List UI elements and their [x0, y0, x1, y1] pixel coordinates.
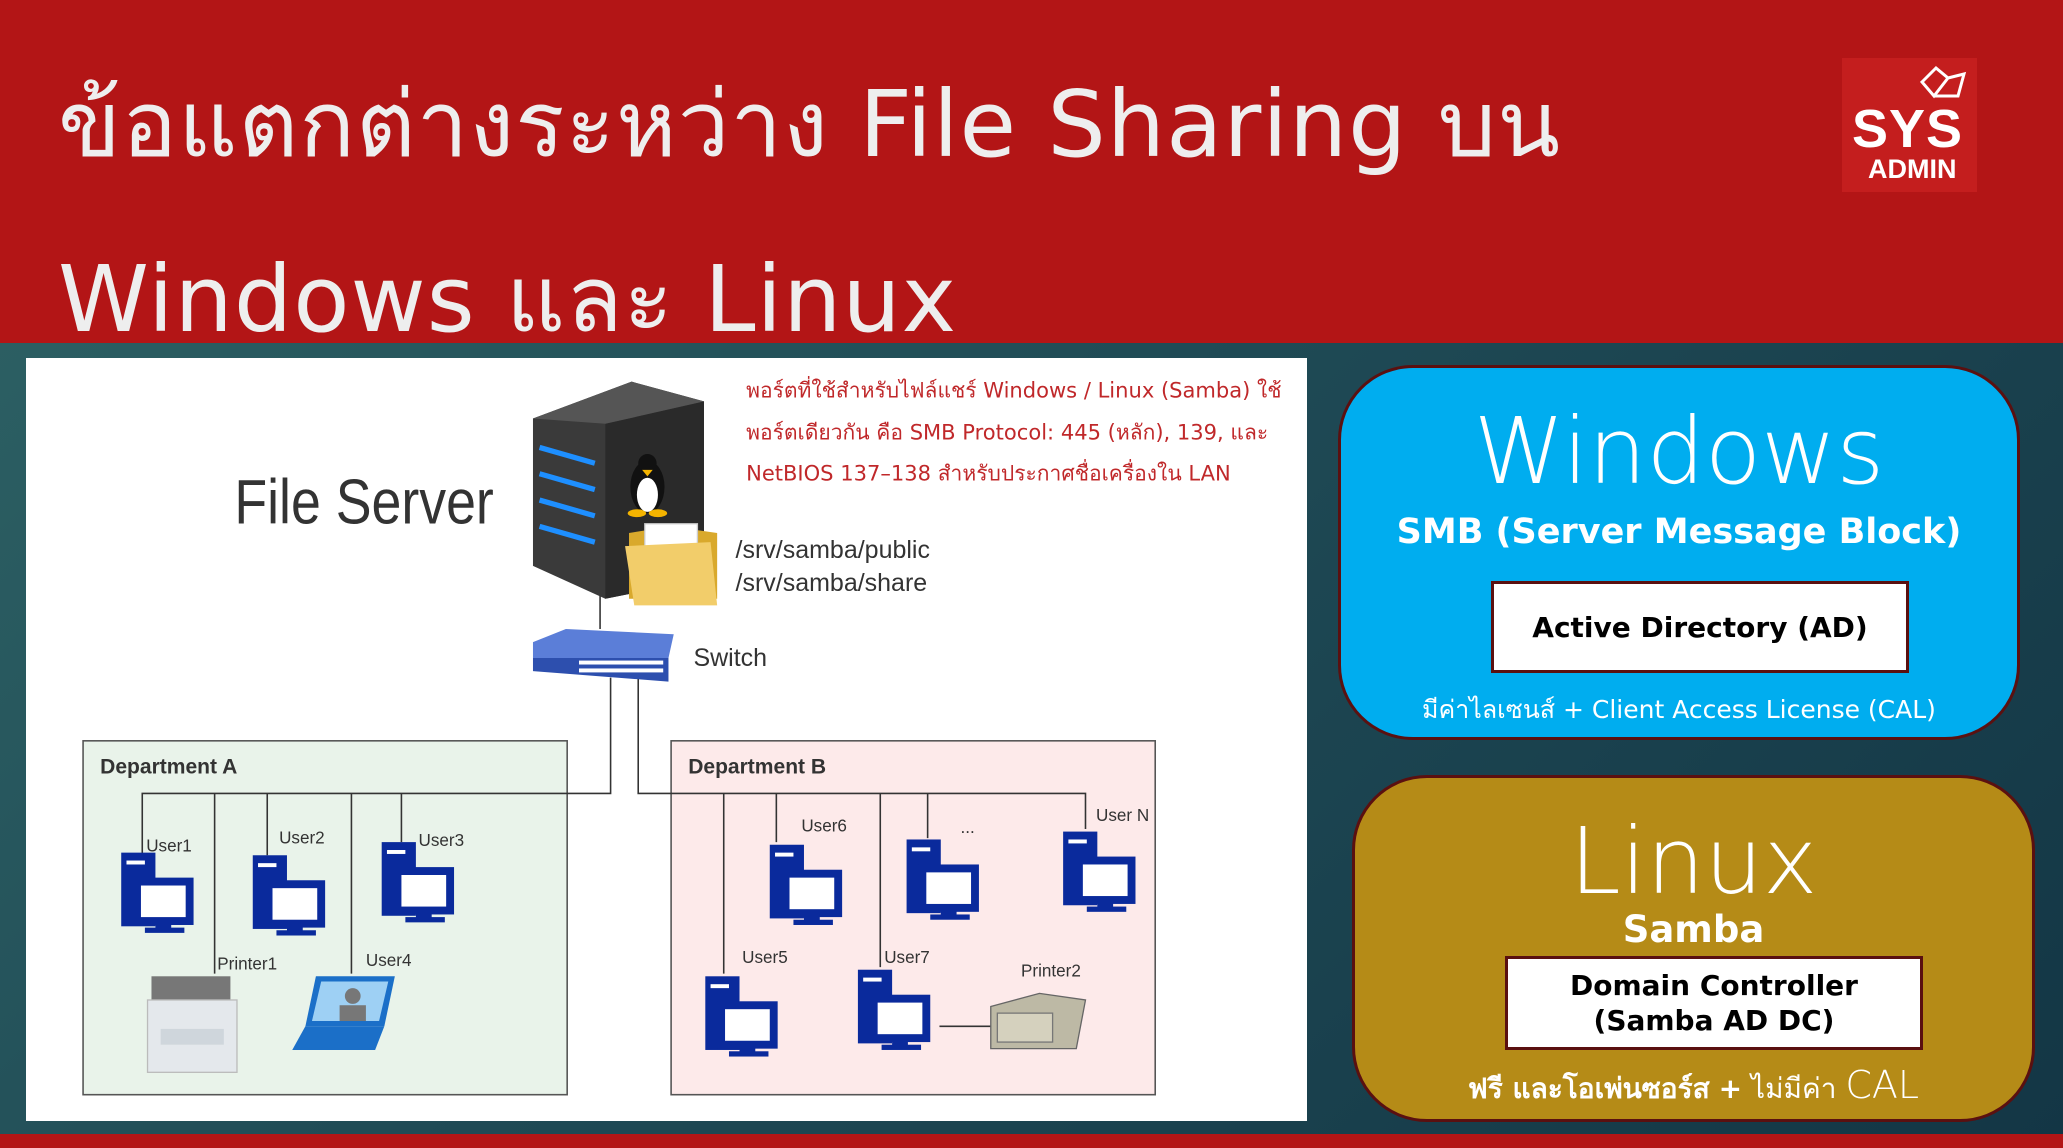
windows-protocol: SMB (Server Message Block): [1396, 512, 1962, 552]
linux-card: Linux Samba Domain Controller (Samba AD …: [1352, 775, 2035, 1122]
network-diagram: Department A Department B File Server พอ…: [26, 358, 1307, 1121]
user1-label: User1: [146, 836, 192, 855]
linux-license-note: ฟรี และโอเพ่นซอร์ส + ไม่มีค่า CAL: [1355, 1063, 2032, 1111]
user4-laptop-icon: [292, 976, 395, 1050]
printer1-icon: [146, 976, 238, 1073]
printer2-icon: [990, 992, 1087, 1050]
user7-label: User7: [884, 948, 930, 967]
more-users-label: ...: [961, 818, 975, 837]
linux-service-line-2: (Samba AD DC): [1593, 1004, 1835, 1037]
file-server-label: File Server: [234, 468, 493, 538]
linux-protocol: Samba: [1622, 908, 1765, 951]
network-cables: [141, 592, 1087, 1028]
user3-label: User3: [419, 831, 465, 850]
linux-note-rest: ไม่มีค่า: [1751, 1072, 1837, 1105]
port-note-line-1: พอร์ตที่ใช้สำหรับไฟล์แชร์ Windows / Linu…: [746, 375, 1281, 402]
title-line-1: ข้อแตกต่างระหว่าง File Sharing บน: [58, 71, 1562, 178]
linux-note-free: ฟรี และโอเพ่นซอร์ส: [1467, 1072, 1710, 1105]
department-b-title: Department B: [688, 756, 826, 779]
port-note-line-3: NetBIOS 137–138 สำหรับประกาศชื่อเครื่องใ…: [746, 458, 1231, 485]
linux-service-box: Domain Controller (Samba AD DC): [1505, 956, 1923, 1050]
switch-label: Switch: [693, 644, 767, 672]
logo-admin: ADMIN: [1868, 154, 1957, 184]
usern-label: User N: [1096, 806, 1149, 825]
folder-icon: [625, 523, 718, 606]
printer1-label: Printer1: [217, 955, 277, 974]
port-note-line-2: พอร์ตเดียวกัน คือ SMB Protocol: 445 (หลั…: [746, 420, 1268, 445]
header-banner: ข้อแตกต่างระหว่าง File Sharing บน Window…: [0, 0, 2063, 353]
user2-label: User2: [279, 828, 325, 847]
linux-title: Linux: [1569, 808, 1818, 915]
windows-license-note: มีค่าไลเซนส์ + Client Access License (CA…: [1422, 695, 1936, 724]
linux-note-plus: +: [1718, 1072, 1743, 1105]
logo-sys: SYS: [1852, 99, 1964, 159]
switch-icon: [532, 628, 674, 682]
share-path-public: /srv/samba/public: [736, 536, 930, 564]
windows-card: Windows SMB (Server Message Block) Activ…: [1338, 365, 2020, 740]
bottom-strip: [0, 1134, 2063, 1148]
port-note: พอร์ตที่ใช้สำหรับไฟล์แชร์ Windows / Linu…: [746, 375, 1281, 485]
windows-title: Windows: [1473, 398, 1885, 505]
linux-note-cal: CAL: [1845, 1063, 1920, 1107]
user4-label: User4: [366, 951, 412, 970]
sysadmin-logo: SYS ADMIN: [1842, 58, 1977, 192]
user5-label: User5: [742, 948, 788, 967]
title-line-2: Windows และ Linux: [58, 246, 958, 353]
share-path-share: /srv/samba/share: [736, 569, 928, 597]
windows-service: Active Directory (AD): [1532, 610, 1868, 644]
printer2-label: Printer2: [1021, 961, 1081, 980]
department-a-title: Department A: [100, 756, 237, 779]
linux-service-line-1: Domain Controller: [1570, 969, 1858, 1002]
user6-label: User6: [801, 817, 847, 836]
windows-service-box: Active Directory (AD): [1491, 581, 1909, 673]
book-icon: [1919, 65, 1967, 99]
